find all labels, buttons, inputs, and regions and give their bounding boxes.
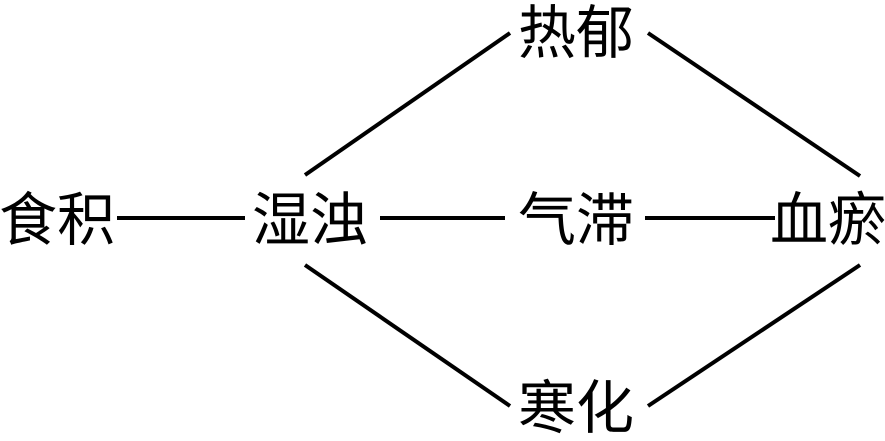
node-heat-stagnation: 热郁 [517,0,635,67]
node-cold-transformation: 寒化 [517,374,635,441]
edge-heat-blood [646,31,862,178]
node-dampness: 湿浊 [251,186,369,254]
node-blood-stasis: 血瘀 [769,186,885,254]
node-food-stagnation: 食积 [0,186,116,254]
edge-cold-blood [646,263,862,408]
edge-damp-heat [303,31,512,177]
edge-damp-cold [303,263,512,408]
node-qi-stagnation: 气滞 [517,186,635,254]
